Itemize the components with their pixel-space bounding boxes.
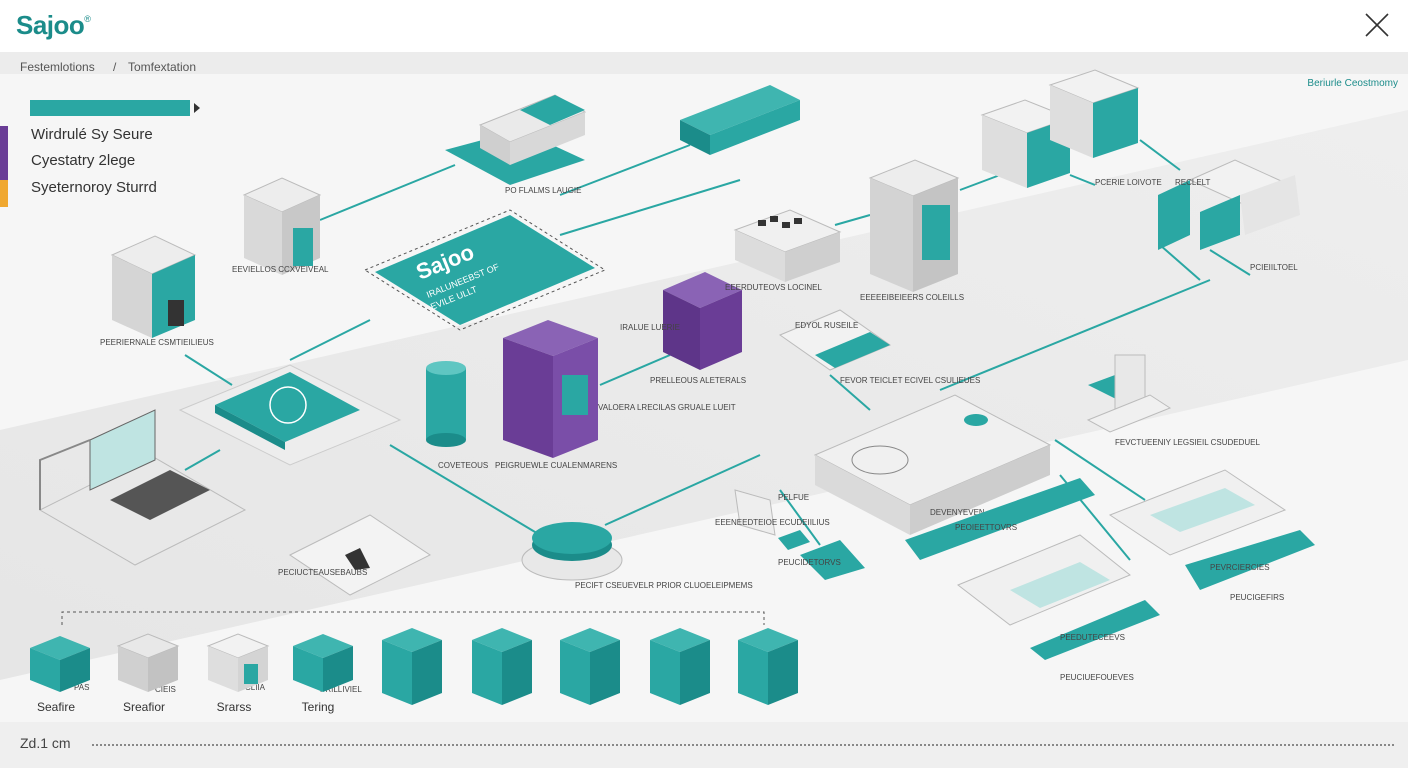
small-box-eye[interactable] bbox=[1048, 69, 1140, 158]
flat-pad-label: PECIUCTEAUSEBAUBS bbox=[278, 568, 367, 577]
network-diagram: PO FLALMS LAUGIE EEVIELLOS CCXVEIVEAL PE… bbox=[0, 69, 1408, 705]
purple-stack-bottom-label: PRELLEOUS ALETERALS bbox=[650, 376, 746, 385]
side-unit-label: FEVCTUEENIY LEGSIEIL CSUDEDUEL bbox=[1115, 438, 1260, 447]
right-cabinets-label: PCIEIILTOEL bbox=[1250, 263, 1298, 272]
tile-sreafior[interactable] bbox=[116, 633, 180, 692]
storage-cylinder[interactable]: COVETEOUS bbox=[426, 361, 488, 470]
teal-cabinet-label: PEERIERNALE CSMTIEILIEUS bbox=[100, 338, 214, 347]
tile-cube-9[interactable] bbox=[738, 628, 798, 705]
right-module[interactable]: PEVRCIERCIES bbox=[1108, 469, 1315, 590]
router-label: PO FLALMS LAUGIE bbox=[505, 186, 581, 195]
tile-tering[interactable] bbox=[293, 634, 353, 692]
legend: Wirdrulé Sy Seure Cyestatry 2lege Syeter… bbox=[0, 96, 220, 216]
router-device[interactable]: PO FLALMS LAUGIE bbox=[445, 94, 587, 195]
legend-item-3[interactable]: Syeternoroy Sturrd bbox=[31, 179, 157, 196]
tile-tag-1: PAS bbox=[74, 683, 89, 692]
scale-line bbox=[92, 744, 1394, 746]
server-tower-label: EEEEEIBEIEERS COLEILLS bbox=[860, 293, 964, 302]
connection-lines bbox=[184, 139, 1251, 561]
right-cabinets[interactable]: PCIEIILTOEL RECLELT bbox=[1158, 159, 1300, 272]
small-card[interactable]: EDYOL RUSEILE FEVOR TEICLET ECIVEL CSULI… bbox=[778, 309, 980, 385]
teal-cabinet[interactable]: PEERIERNALE CSMTIEILIEUS bbox=[100, 235, 214, 347]
right-module-label: PEVRCIERCIES bbox=[1210, 563, 1270, 572]
small-box-label: PCERIE LOIVOTE bbox=[1095, 178, 1162, 187]
small-card-label: EDYOL RUSEILE bbox=[795, 321, 858, 330]
tile-cube-5[interactable] bbox=[382, 628, 442, 705]
legend-expand-icon[interactable] bbox=[194, 103, 200, 113]
legend-header-bar bbox=[30, 100, 190, 116]
purple-stack-side-label: IRALUE LUERIE bbox=[620, 323, 680, 332]
gray-cabinet-label: EEVIELLOS CCXVEIVEAL bbox=[232, 265, 329, 274]
tile-label-tering: Tering bbox=[301, 700, 335, 714]
laptop-device[interactable] bbox=[38, 409, 247, 566]
tile-tag-2: CIEIS bbox=[155, 685, 176, 694]
side-unit[interactable]: FEVCTUEENIY LEGSIEIL CSUDEDUEL bbox=[1086, 354, 1260, 447]
disc-device[interactable]: PECIFT CSEUEVELR PRIOR CLUOELEIPMEMS bbox=[521, 522, 753, 590]
breadcrumb-item-second[interactable]: Tomfextation bbox=[128, 60, 197, 74]
tile-label-sreafior: Sreafior bbox=[122, 700, 166, 714]
purple-stack[interactable]: IRALUE LUERIE PRELLEOUS ALETERALS bbox=[620, 272, 746, 385]
tiles-bracket bbox=[61, 611, 765, 625]
breadcrumb-separator: / bbox=[113, 60, 117, 74]
legend-item-1[interactable]: Wirdrulé Sy Seure bbox=[31, 126, 153, 143]
handset-label: EEENEEDTEIOE ECUDEIILIUS bbox=[715, 518, 830, 527]
logo-text: Sajoo bbox=[16, 10, 85, 40]
main-router[interactable]: DEVENYEVEN bbox=[813, 394, 1052, 535]
legend-swatch-2 bbox=[0, 153, 8, 180]
switch-panel-label: EEERDUTEOVS LOCINEL bbox=[725, 283, 822, 292]
disc-label: PECIFT CSEUEVELR PRIOR CLUOELEIPMEMS bbox=[575, 581, 753, 590]
tile-seafire[interactable] bbox=[30, 636, 90, 692]
scale-label: Zd.1 cm bbox=[20, 735, 71, 751]
app-logo[interactable]: Sajoo® bbox=[16, 10, 91, 41]
top-bar: Sajoo® bbox=[0, 0, 1408, 52]
cylinder-label: COVETEOUS bbox=[438, 461, 488, 470]
purple-side-detail-label: VALOERA LRECILAS GRUALE LUEIT bbox=[598, 403, 736, 412]
hub-pad[interactable] bbox=[178, 364, 402, 466]
bar-2-label: PEUCIDETORVS bbox=[778, 558, 841, 567]
legend-swatch-3 bbox=[0, 180, 8, 207]
card-label: PELFUE bbox=[778, 493, 809, 502]
server-tower[interactable]: EEEEEIBEIEERS COLEILLS bbox=[860, 159, 964, 302]
bar-1-label: PEEDUTECEEVS bbox=[1060, 633, 1125, 642]
logo-mark: ® bbox=[84, 14, 91, 24]
tile-row bbox=[30, 628, 798, 705]
close-icon[interactable] bbox=[1364, 12, 1390, 38]
tile-cube-8[interactable] bbox=[650, 628, 710, 705]
rack-a-label: DEVENYEVEN bbox=[930, 508, 985, 517]
terminal-device[interactable]: PEOIEETTOVRS PEEDUTECEEVS bbox=[905, 478, 1160, 660]
switch-panel[interactable]: EEERDUTEOVS LOCINEL bbox=[725, 209, 842, 292]
tile-label-srarss: Srarss bbox=[216, 700, 252, 714]
mid-card-label: FEVOR TEICLET ECIVEL CSULIEUES bbox=[840, 376, 980, 385]
gray-cabinet[interactable]: EEVIELLOS CCXVEIVEAL bbox=[232, 177, 329, 275]
mid-small-devices[interactable]: EEENEEDTEIOE ECUDEIILIUS PELFUE PEUCIDET… bbox=[715, 489, 865, 580]
scale-bar: Zd.1 cm bbox=[0, 722, 1408, 768]
bar-3-label: PEUCIUEFOUEVES bbox=[1060, 673, 1134, 682]
flat-pad[interactable]: PECIUCTEAUSEBAUBS bbox=[278, 514, 431, 596]
tile-srarss[interactable] bbox=[206, 633, 270, 692]
purple-cabinet[interactable]: PEIGRUEWLE CUALENMARENS VALOERA LRECILAS… bbox=[495, 320, 736, 470]
legend-swatch-1 bbox=[0, 126, 8, 153]
teal-chip-label: PEOIEETTOVRS bbox=[955, 523, 1017, 532]
teal-module[interactable] bbox=[680, 85, 800, 155]
tile-tag-3: CLIIA bbox=[245, 683, 266, 692]
tile-label-seafire: Seafire bbox=[36, 700, 76, 714]
tile-cube-6[interactable] bbox=[472, 628, 532, 705]
legend-item-2[interactable]: Cyestatry 2lege bbox=[31, 152, 136, 169]
bar-4-label: PEUCIGEFIRS bbox=[1230, 593, 1284, 602]
tiny-tower-label: RECLELT bbox=[1175, 178, 1211, 187]
breadcrumb-item-first[interactable]: Festemlotions bbox=[20, 60, 95, 74]
tile-cube-7[interactable] bbox=[560, 628, 620, 705]
purple-cabinet-label: PEIGRUEWLE CUALENMARENS bbox=[495, 461, 617, 470]
tile-tag-4: PRILLIVIEL bbox=[320, 685, 362, 694]
breadcrumb: Festemlotions / Tomfextation bbox=[0, 52, 1408, 74]
corner-note: Beriurle Ceostmomy bbox=[1307, 78, 1398, 89]
